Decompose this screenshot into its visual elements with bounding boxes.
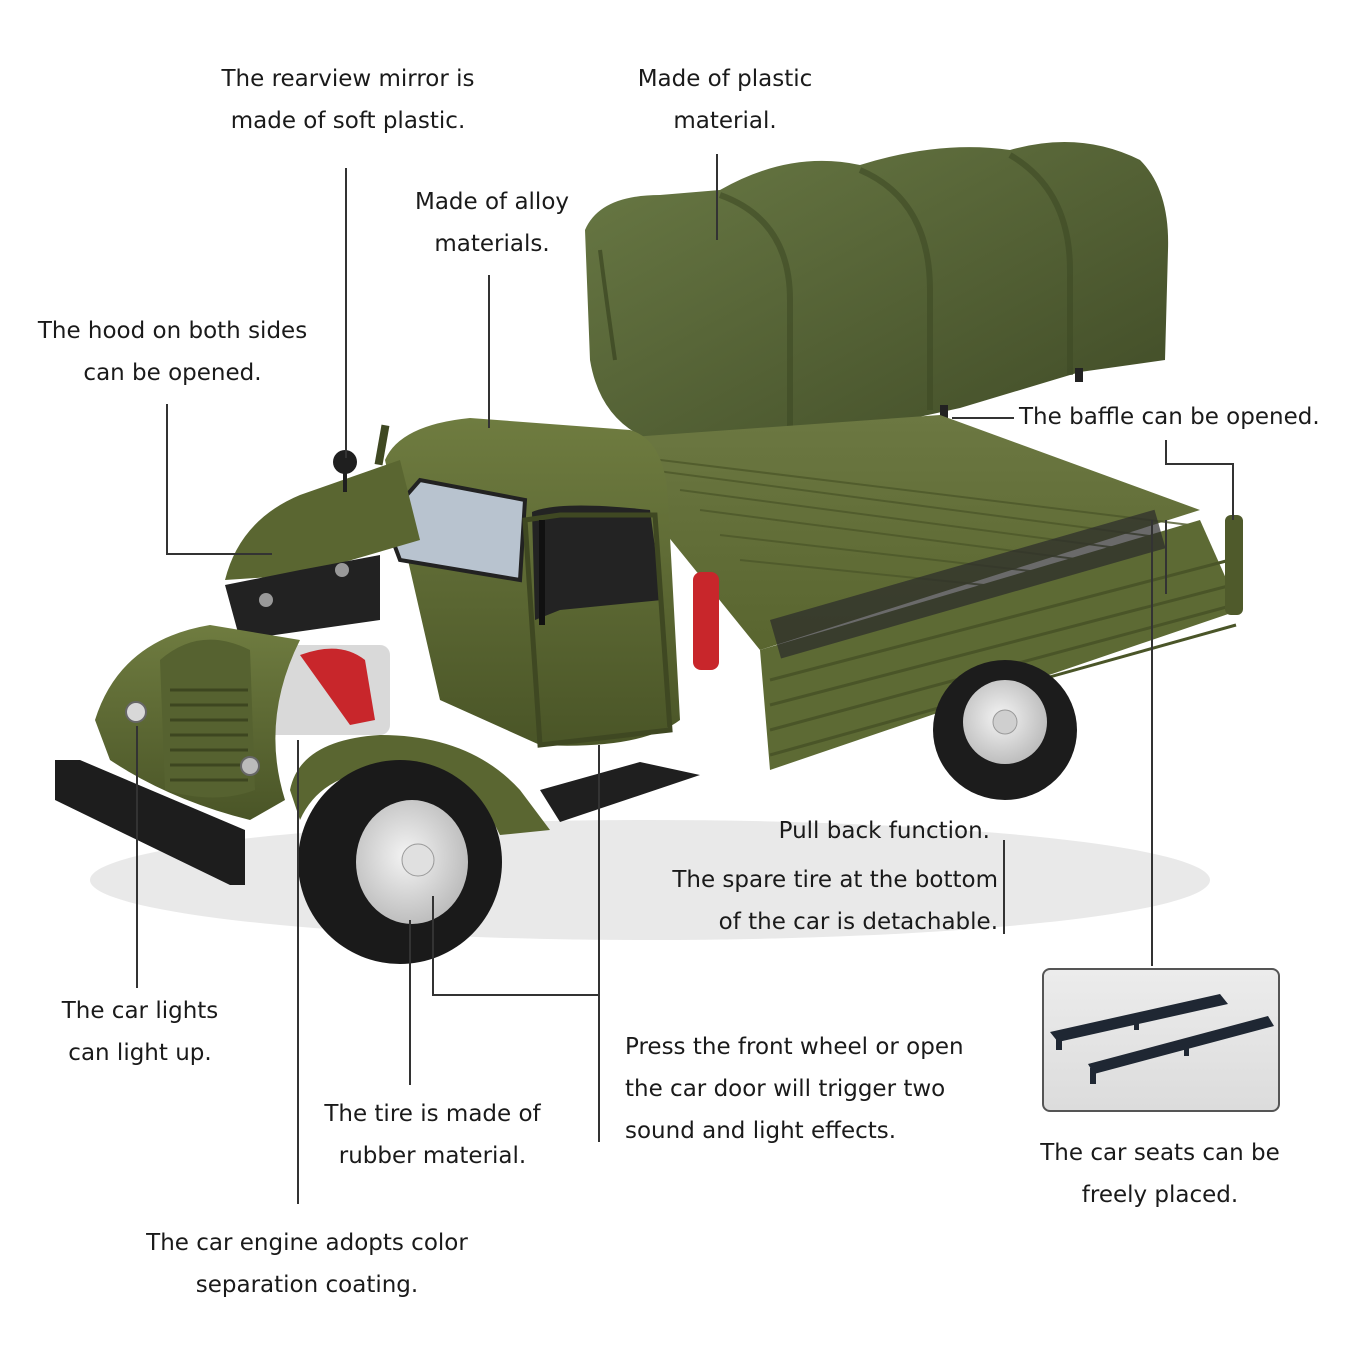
label-line: can be opened. (83, 360, 262, 386)
label-line: Press the front wheel or open (625, 1034, 964, 1060)
label-line: The car engine adopts color (146, 1230, 468, 1256)
label-line: materials. (434, 231, 550, 257)
front-bumper (55, 760, 245, 885)
label-press-front-wheel: Press the front wheel or open the car do… (625, 1026, 1005, 1152)
label-line: the car door will trigger two (625, 1076, 946, 1102)
label-baffle: The baffle can be opened. (1019, 396, 1344, 438)
label-line: The car seats can be (1040, 1140, 1280, 1166)
label-line: Pull back function. (778, 818, 990, 844)
label-line: The car lights (61, 998, 219, 1024)
label-line: separation coating. (195, 1272, 419, 1298)
label-line: Made of alloy (414, 189, 570, 215)
label-tire: The tire is made of rubber material. (300, 1093, 565, 1177)
front-wheel (298, 760, 502, 964)
leader-lines (136, 154, 1234, 1204)
car-seats-image (1050, 994, 1274, 1084)
label-rearview-mirror: The rearview mirror is made of soft plas… (198, 58, 498, 142)
label-line: made of soft plastic. (230, 108, 466, 134)
label-pull-back: Pull back function. (700, 810, 990, 852)
cargo-bed (590, 415, 1243, 770)
rear-wheel (933, 660, 1077, 800)
label-hood: The hood on both sides can be opened. (20, 310, 325, 394)
rearview-mirror (333, 424, 390, 492)
label-line: The rearview mirror is (221, 66, 475, 92)
label-line: Made of plastic (637, 66, 813, 92)
label-line: The baffle can be opened. (1019, 404, 1320, 430)
label-engine-coating: The car engine adopts color separation c… (117, 1222, 497, 1306)
label-line: of the car is detachable. (718, 909, 998, 935)
fire-extinguisher (693, 572, 719, 670)
cab (382, 418, 680, 748)
canopy-cover (585, 142, 1169, 449)
label-line: freely placed. (1081, 1182, 1239, 1208)
label-alloy-materials: Made of alloy materials. (392, 181, 592, 265)
running-board (540, 762, 700, 822)
label-car-lights: The car lights can light up. (40, 990, 240, 1074)
label-line: material. (673, 108, 777, 134)
label-spare-tire: The spare tire at the bottom of the car … (640, 859, 998, 943)
car-seats-inset (1042, 968, 1280, 1112)
label-line: rubber material. (338, 1143, 527, 1169)
label-line: The hood on both sides (37, 318, 308, 344)
label-line: sound and light effects. (625, 1118, 897, 1144)
hood-and-engine (225, 460, 420, 735)
label-car-seats: The car seats can be freely placed. (1020, 1132, 1300, 1216)
label-line: The tire is made of (324, 1101, 541, 1127)
label-line: The spare tire at the bottom (672, 867, 998, 893)
label-line: can light up. (68, 1040, 212, 1066)
label-plastic-material: Made of plastic material. (610, 58, 840, 142)
